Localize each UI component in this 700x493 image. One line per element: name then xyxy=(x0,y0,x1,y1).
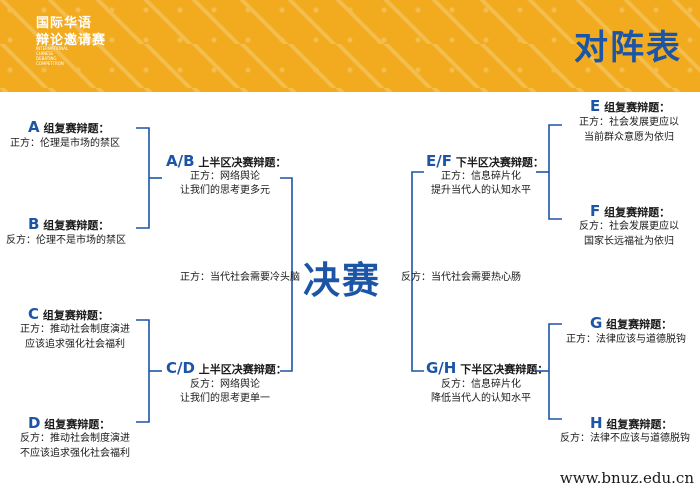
group-a-heading: A 组复赛辩题： xyxy=(28,118,109,136)
group-h-heading: H 组复赛辩题： xyxy=(590,414,672,432)
website-watermark: www.bnuz.edu.cn xyxy=(559,469,694,487)
group-b-motion: 反方：伦理不是市场的禁区 xyxy=(6,235,126,246)
semi-ef-letter: E/F xyxy=(426,152,452,170)
page-title: 对阵表 xyxy=(574,28,682,68)
bracket-gh xyxy=(548,323,562,420)
semi-cd-label: 上半区决赛辩题： xyxy=(198,363,287,376)
group-c-letter: C xyxy=(28,305,40,323)
group-d-motion-line2: 不应该追求强化社会福利 xyxy=(20,448,130,459)
group-g-motion: 正方：法律应该与道德脱钩 xyxy=(566,334,686,345)
group-h-label: 组复赛辩题： xyxy=(606,418,673,431)
semi-cd-letter: C/D xyxy=(166,359,195,377)
group-h-letter: H xyxy=(590,414,603,432)
group-d-label: 组复赛辩题： xyxy=(44,418,111,431)
logo-title-line2: 辩论邀请赛 xyxy=(36,33,107,48)
group-e-motion-line2: 当前群众意愿为依归 xyxy=(584,132,674,143)
group-b-label: 组复赛辩题： xyxy=(43,219,110,232)
final-pro-motion: 正方：当代社会需要冷头脑 xyxy=(180,272,300,283)
group-g-label: 组复赛辩题： xyxy=(606,318,673,331)
group-c-motion-line1: 正方：推动社会制度演进 xyxy=(20,324,130,335)
group-g-letter: G xyxy=(590,314,603,332)
semi-ef-label: 下半区决赛辩题： xyxy=(455,156,544,169)
group-a-label: 组复赛辩题： xyxy=(43,122,110,135)
logo-english-text: INTERNATIONAL CHINESE DEBATING COMPETITI… xyxy=(36,46,69,66)
semi-cd-motion-line2: 让我们的思考更单一 xyxy=(180,393,270,404)
group-e-heading: E 组复赛辩题： xyxy=(590,97,670,115)
semi-ab-motion-line1: 正方：网络舆论 xyxy=(190,171,260,182)
group-f-motion-line1: 反方：社会发展更应以 xyxy=(579,221,679,232)
group-c-label: 组复赛辩题： xyxy=(42,309,109,322)
group-f-label: 组复赛辩题： xyxy=(604,206,671,219)
header-banner: 国际华语 辩论邀请赛 INTERNATIONAL CHINESE DEBATIN… xyxy=(0,0,700,92)
bracket-ab xyxy=(136,127,150,229)
group-c-motion-line2: 应该追求强化社会福利 xyxy=(25,339,125,350)
semi-gh-motion-line2: 降低当代人的认知水平 xyxy=(431,393,531,404)
semi-ef-motion-line2: 提升当代人的认知水平 xyxy=(431,185,531,196)
semi-cd-motion-line1: 反方：网络舆论 xyxy=(190,379,260,390)
group-b-letter: B xyxy=(28,215,40,233)
header-pattern xyxy=(0,0,700,92)
group-d-letter: D xyxy=(28,414,41,432)
final-con-motion: 反方：当代社会需要热心肠 xyxy=(401,272,521,283)
group-d-motion-line1: 反方：推动社会制度演进 xyxy=(20,433,130,444)
semi-ef-heading: E/F 下半区决赛辩题： xyxy=(426,152,544,170)
semi-ab-motion-line2: 让我们的思考更多元 xyxy=(180,185,270,196)
group-f-motion-line2: 国家长远福祉为依归 xyxy=(584,236,674,247)
group-d-heading: D 组复赛辩题： xyxy=(28,414,110,432)
semi-ef-motion-line1: 正方：信息碎片化 xyxy=(441,171,521,182)
group-h-motion: 反方：法律不应该与道德脱钩 xyxy=(560,433,690,444)
group-e-letter: E xyxy=(590,97,601,115)
logo-title-line1: 国际华语 xyxy=(36,16,93,31)
semi-ab-letter: A/B xyxy=(166,152,195,170)
group-f-letter: F xyxy=(590,202,601,220)
semi-gh-letter: G/H xyxy=(426,359,457,377)
group-f-heading: F 组复赛辩题： xyxy=(590,202,670,220)
group-a-letter: A xyxy=(28,118,40,136)
group-a-motion: 正方：伦理是市场的禁区 xyxy=(10,138,120,149)
semi-gh-heading: G/H 下半区决赛辩题： xyxy=(426,359,548,377)
semi-gh-motion-line1: 反方：信息碎片化 xyxy=(441,379,521,390)
group-g-heading: G 组复赛辩题： xyxy=(590,314,672,332)
final-title: 决赛 xyxy=(303,259,381,302)
semi-gh-label: 下半区决赛辩题： xyxy=(460,363,549,376)
semi-ab-label: 上半区决赛辩题： xyxy=(198,156,287,169)
semi-cd-heading: C/D 上半区决赛辩题： xyxy=(166,359,287,377)
bracket-left-final xyxy=(280,177,293,372)
group-e-motion-line1: 正方：社会发展更应以 xyxy=(579,117,679,128)
bracket-right-final xyxy=(411,171,424,372)
semi-ab-heading: A/B 上半区决赛辩题： xyxy=(166,152,286,170)
group-e-label: 组复赛辩题： xyxy=(604,101,671,114)
bracket-ef xyxy=(548,124,562,220)
group-c-heading: C 组复赛辩题： xyxy=(28,305,109,323)
group-b-heading: B 组复赛辩题： xyxy=(28,215,109,233)
